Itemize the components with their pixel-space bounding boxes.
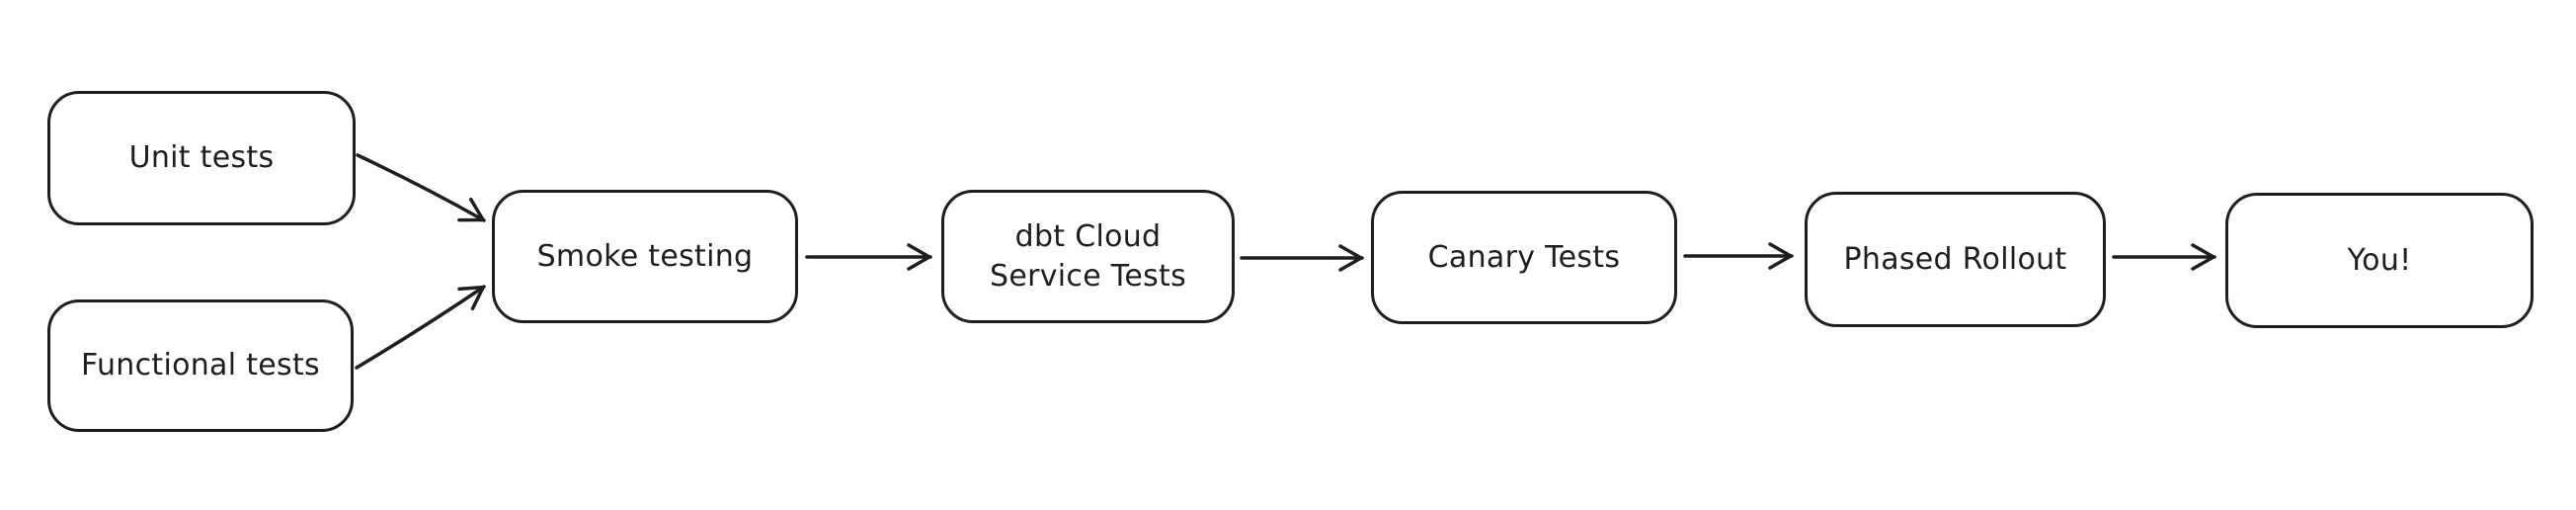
node-canary-tests-label: Canary Tests xyxy=(1427,239,1621,275)
node-functional-tests-label: Functional tests xyxy=(81,348,320,382)
node-you[interactable]: You! xyxy=(2225,193,2534,328)
node-smoke-testing[interactable]: Smoke testing xyxy=(492,190,798,323)
node-dbt-cloud-service-tests[interactable]: dbt Cloud Service Tests xyxy=(941,190,1235,323)
node-functional-tests[interactable]: Functional tests xyxy=(47,299,354,432)
node-canary-tests[interactable]: Canary Tests xyxy=(1371,191,1677,324)
node-phased-rollout-label: Phased Rollout xyxy=(1843,241,2067,277)
node-you-label: You! xyxy=(2347,242,2412,278)
node-smoke-testing-label: Smoke testing xyxy=(536,238,754,274)
edge-unit-tests-to-smoke-testing[interactable] xyxy=(356,153,486,222)
node-unit-tests-label: Unit tests xyxy=(128,140,275,175)
edge-functional-tests-to-smoke-testing[interactable] xyxy=(355,285,486,370)
node-dbt-cloud-service-tests-label: dbt Cloud Service Tests xyxy=(989,218,1187,294)
node-unit-tests[interactable]: Unit tests xyxy=(47,91,356,225)
node-phased-rollout[interactable]: Phased Rollout xyxy=(1805,192,2106,327)
